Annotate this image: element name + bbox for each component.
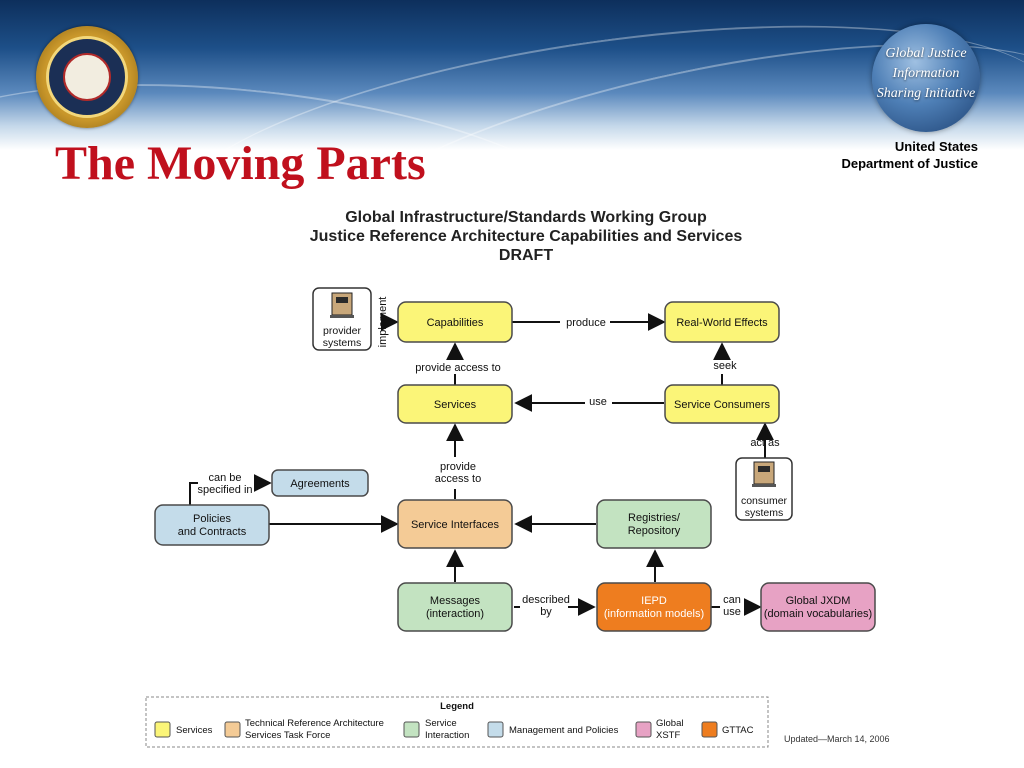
edge-label-provide-access-to-mid: provide: [440, 461, 476, 473]
node-global-jxdm: [760, 582, 876, 632]
edge-label-can-be-specified-in: specified in: [197, 484, 252, 496]
node-label-iepd: (information models): [604, 608, 704, 620]
legend: Legend Services Technical Reference Arch…: [145, 696, 769, 748]
logo-text-line: Global Justice: [885, 46, 967, 61]
node-label-services: Services: [434, 399, 477, 411]
node-services: [397, 384, 513, 424]
node-label-policies: Policies: [193, 513, 231, 525]
logo-text-line: Sharing Initiative: [876, 86, 976, 101]
edge-label-described-by: described: [522, 594, 570, 606]
node-real-world-effects: [664, 301, 780, 343]
node-label-policies: and Contracts: [178, 526, 247, 538]
logo-text-line: Information: [892, 66, 960, 81]
legend-title: Legend: [440, 701, 474, 712]
edge-label-implement: implement: [377, 297, 389, 348]
org-name-line: United States: [894, 139, 978, 154]
edge-label-can-use: use: [723, 606, 741, 618]
diagram-title: Global Infrastructure/Standards Working …: [270, 208, 782, 265]
consumer-systems-label: consumer: [741, 495, 788, 507]
legend-swatch-services: [154, 721, 171, 738]
legend-swatch-management: [487, 721, 504, 738]
provider-systems-label: systems: [323, 337, 362, 349]
legend-label-trasf: Services Task Force: [245, 730, 330, 741]
edge-label-can-use: can: [723, 594, 741, 606]
org-name-line: Department of Justice: [841, 156, 978, 171]
consumer-systems-node: consumer systems: [735, 457, 793, 521]
node-iepd: [596, 582, 712, 632]
provider-systems-node: provider systems: [312, 287, 372, 351]
node-label-capabilities: Capabilities: [427, 317, 484, 329]
diagram-title-line: Justice Reference Architecture Capabilit…: [309, 228, 743, 245]
edge-label-use: use: [589, 396, 607, 408]
header-banner: [0, 0, 1024, 150]
legend-label-management: Management and Policies: [509, 725, 619, 736]
node-label-messages: Messages: [430, 595, 481, 607]
node-capabilities: [397, 301, 513, 343]
edge-label-described-by: by: [540, 606, 552, 618]
consumer-systems-label: systems: [745, 507, 784, 519]
legend-label-xstf: XSTF: [656, 730, 680, 741]
diagram-title-line: Global Infrastructure/Standards Working …: [345, 209, 707, 226]
node-label-registries: Registries/: [628, 512, 681, 524]
node-label-global-jxdm: Global JXDM: [786, 595, 851, 607]
server-icon: [330, 292, 354, 318]
legend-swatch-xstf: [635, 721, 652, 738]
node-label-service-interfaces: Service Interfaces: [411, 519, 500, 531]
node-policies-and-contracts: [154, 504, 270, 546]
updated-date: Updated—March 14, 2006: [784, 734, 890, 744]
edge-label-provide-access-to-mid: access to: [435, 473, 481, 485]
node-label-real-world-effects: Real-World Effects: [676, 317, 768, 329]
node-label-registries: Repository: [628, 525, 681, 537]
edge-specified-in-elbow: [189, 482, 198, 506]
legend-label-services: Services: [176, 725, 213, 736]
doj-seal-logo: [36, 26, 138, 128]
node-service-interfaces: [397, 499, 513, 549]
node-messages: [397, 582, 513, 632]
node-registries-repository: [596, 499, 712, 549]
legend-label-interaction: Interaction: [425, 730, 469, 741]
org-name: United States Department of Justice: [841, 138, 978, 172]
legend-label-interaction: Service: [425, 718, 457, 729]
provider-systems-label: provider: [323, 325, 361, 337]
legend-swatch-interaction: [403, 721, 420, 738]
page-title: The Moving Parts: [55, 137, 426, 190]
edge-label-can-be-specified-in: can be: [208, 472, 241, 484]
edge-label-seek: seek: [713, 360, 737, 372]
node-label-iepd: IEPD: [641, 595, 667, 607]
server-icon: [752, 461, 776, 487]
legend-label-xstf: Global: [656, 718, 683, 729]
legend-swatch-trasf: [224, 721, 241, 738]
legend-swatch-gttac: [701, 721, 718, 738]
node-label-messages: (interaction): [426, 608, 484, 620]
edge-label-produce: produce: [566, 317, 606, 329]
global-initiative-logo-text: Global Justice Information Sharing Initi…: [864, 44, 988, 104]
diagram-title-line: DRAFT: [498, 247, 554, 264]
global-initiative-globe-logo: [872, 24, 980, 132]
node-label-global-jxdm: (domain vocabularies): [764, 608, 872, 620]
edge-label-act-as: act as: [750, 437, 780, 449]
legend-label-trasf: Technical Reference Architecture: [245, 718, 384, 729]
node-agreements: [271, 469, 369, 497]
node-label-service-consumers: Service Consumers: [674, 399, 770, 411]
node-label-agreements: Agreements: [290, 478, 350, 490]
node-service-consumers: [664, 384, 780, 424]
edge-label-provide-access-to: provide access to: [415, 362, 501, 374]
legend-label-gttac: GTTAC: [722, 725, 754, 736]
